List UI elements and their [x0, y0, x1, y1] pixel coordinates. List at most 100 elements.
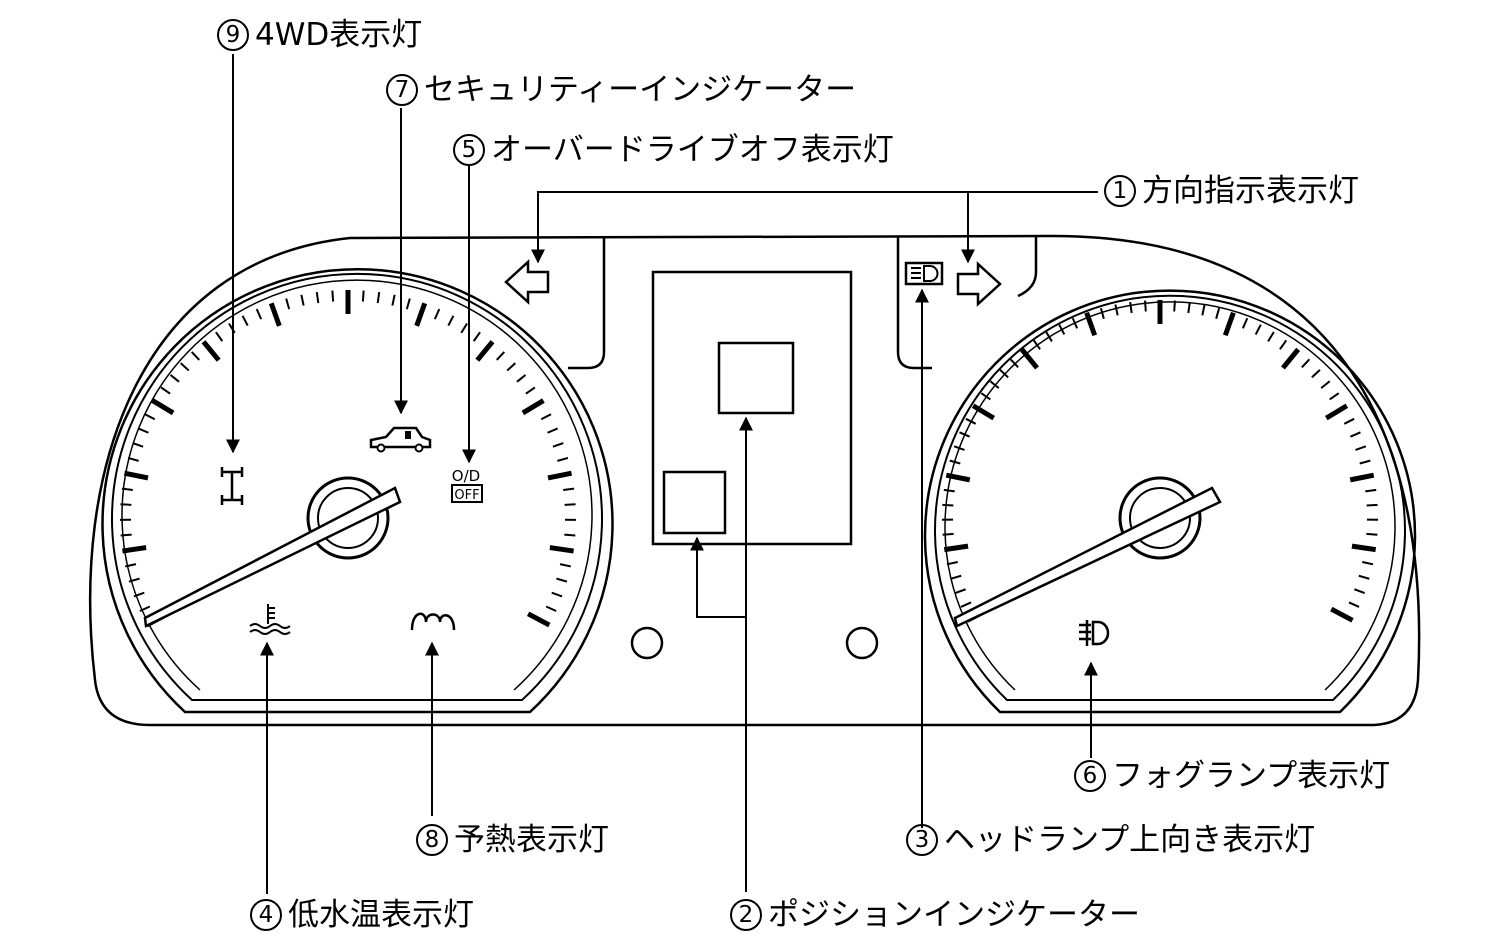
gauge-tick — [1058, 324, 1066, 335]
callout-number: 2 — [730, 899, 762, 931]
gauge-tick — [144, 413, 156, 421]
gauge-tick — [950, 574, 962, 580]
gauge-tick — [989, 380, 1000, 389]
gauge-tick — [1032, 339, 1041, 350]
gauge-tick — [268, 302, 282, 327]
gauge-tick — [1084, 311, 1098, 337]
gauge-tick — [506, 362, 516, 372]
position-indicator-upper — [717, 341, 795, 415]
callout-number: 6 — [1074, 760, 1106, 792]
gauge-tick — [1320, 380, 1331, 389]
center-display — [651, 270, 853, 546]
gauge-tick — [124, 563, 137, 568]
gauge-tick — [1351, 543, 1377, 553]
callout-4-low-coolant-temp-indicator: 4 低水温表示灯 — [250, 897, 474, 933]
gauge-tick — [133, 591, 145, 598]
security-car-icon — [369, 426, 432, 453]
gauge-tick — [300, 294, 305, 306]
callout-5-overdrive-off-indicator: 5 オーバードライブオフ表示灯 — [453, 132, 894, 168]
gauge-tick — [1114, 304, 1119, 316]
gauge-tick — [943, 488, 955, 493]
gauge-tick — [1279, 339, 1288, 350]
callout-text: 4WD表示灯 — [255, 17, 423, 53]
4wd-icon — [220, 467, 244, 505]
gauge-tick — [132, 442, 144, 448]
gauge-tick — [557, 457, 569, 462]
gauge-tick — [180, 362, 190, 372]
gauge-tick — [945, 472, 971, 483]
gauge-tick — [1343, 417, 1355, 425]
gauge-tick — [1254, 324, 1262, 335]
gauge-tick — [564, 503, 576, 506]
gauge-tick — [960, 601, 972, 608]
gauge-tick — [285, 298, 291, 310]
gauge-tick — [1359, 459, 1371, 465]
gauge-tick — [563, 487, 575, 492]
gauge-tick — [376, 292, 381, 304]
callout-6-fog-lamp-indicator: 6 フォグランプ表示灯 — [1074, 758, 1390, 794]
callout-number: 5 — [453, 134, 485, 166]
glow-plug-icon — [410, 612, 456, 631]
gauge-tick — [980, 392, 991, 401]
right-recess — [896, 236, 932, 370]
gauge-tick — [460, 323, 468, 334]
gauge-tick — [137, 427, 149, 434]
gauge-tick — [123, 470, 149, 481]
turn-right-arrow-icon — [956, 261, 1002, 307]
gauge-tick — [475, 340, 495, 362]
gauge-tick — [151, 398, 175, 416]
gauge-tick — [946, 561, 958, 566]
gauge-tick — [1355, 445, 1367, 451]
gauge-tick — [315, 292, 320, 304]
left-recess — [568, 236, 606, 370]
gauge-tick — [547, 470, 573, 481]
fog-lamp-icon — [1079, 620, 1110, 646]
gauge-tick — [361, 290, 365, 302]
gauge-tick — [331, 290, 335, 302]
callout-number: 1 — [1104, 175, 1136, 207]
gauge-tick — [971, 403, 995, 421]
gauge-tick — [959, 431, 971, 438]
gauge-tick — [953, 445, 965, 451]
gauge-tick — [1358, 574, 1370, 580]
low-coolant-temp-icon — [249, 604, 291, 635]
off-label: OFF — [454, 488, 479, 503]
gauge-tick — [954, 588, 966, 594]
gauge-tick — [942, 532, 954, 536]
cluster-housing — [88, 234, 1421, 727]
gauge-tick — [1267, 331, 1275, 342]
leader-lines — [226, 54, 1098, 894]
left-gauge — [101, 267, 614, 714]
callout-text: ポジションインジケーター — [768, 897, 1140, 933]
callout-number: 8 — [416, 824, 448, 856]
gauge-tick — [1201, 304, 1206, 316]
gauge-tick — [559, 563, 572, 568]
gauge-tick — [1144, 300, 1147, 312]
gauge-tick — [391, 294, 396, 306]
gauge-tick — [1215, 307, 1221, 320]
gauge-tick — [1348, 601, 1360, 608]
gauge-tick — [191, 351, 200, 361]
gauge-tick — [127, 457, 139, 462]
gauge-tick — [564, 533, 576, 537]
gauge-tick — [128, 577, 140, 583]
gauge-tick — [1071, 317, 1079, 329]
gauge-tick — [433, 308, 441, 320]
od-label: O/D — [452, 467, 480, 485]
callout-text: オーバードライブオフ表示灯 — [491, 132, 894, 168]
gauge-tick — [1301, 358, 1311, 368]
callout-2-position-indicator: 2 ポジションインジケーター — [730, 897, 1140, 933]
gauge-tick — [215, 331, 224, 342]
gauge-tick — [1129, 301, 1133, 314]
callout-text: フォグランプ表示灯 — [1112, 758, 1391, 794]
gauge-tick — [496, 351, 505, 361]
gauge-tick — [1099, 307, 1105, 320]
gauge-tick — [942, 503, 954, 507]
gauge-tick — [1365, 488, 1377, 493]
gauge-tick — [549, 545, 574, 554]
gauge-tick — [1330, 606, 1354, 623]
gauge-tick — [405, 298, 411, 310]
gauge-tick — [1362, 561, 1374, 566]
gauge-tick — [556, 577, 568, 583]
